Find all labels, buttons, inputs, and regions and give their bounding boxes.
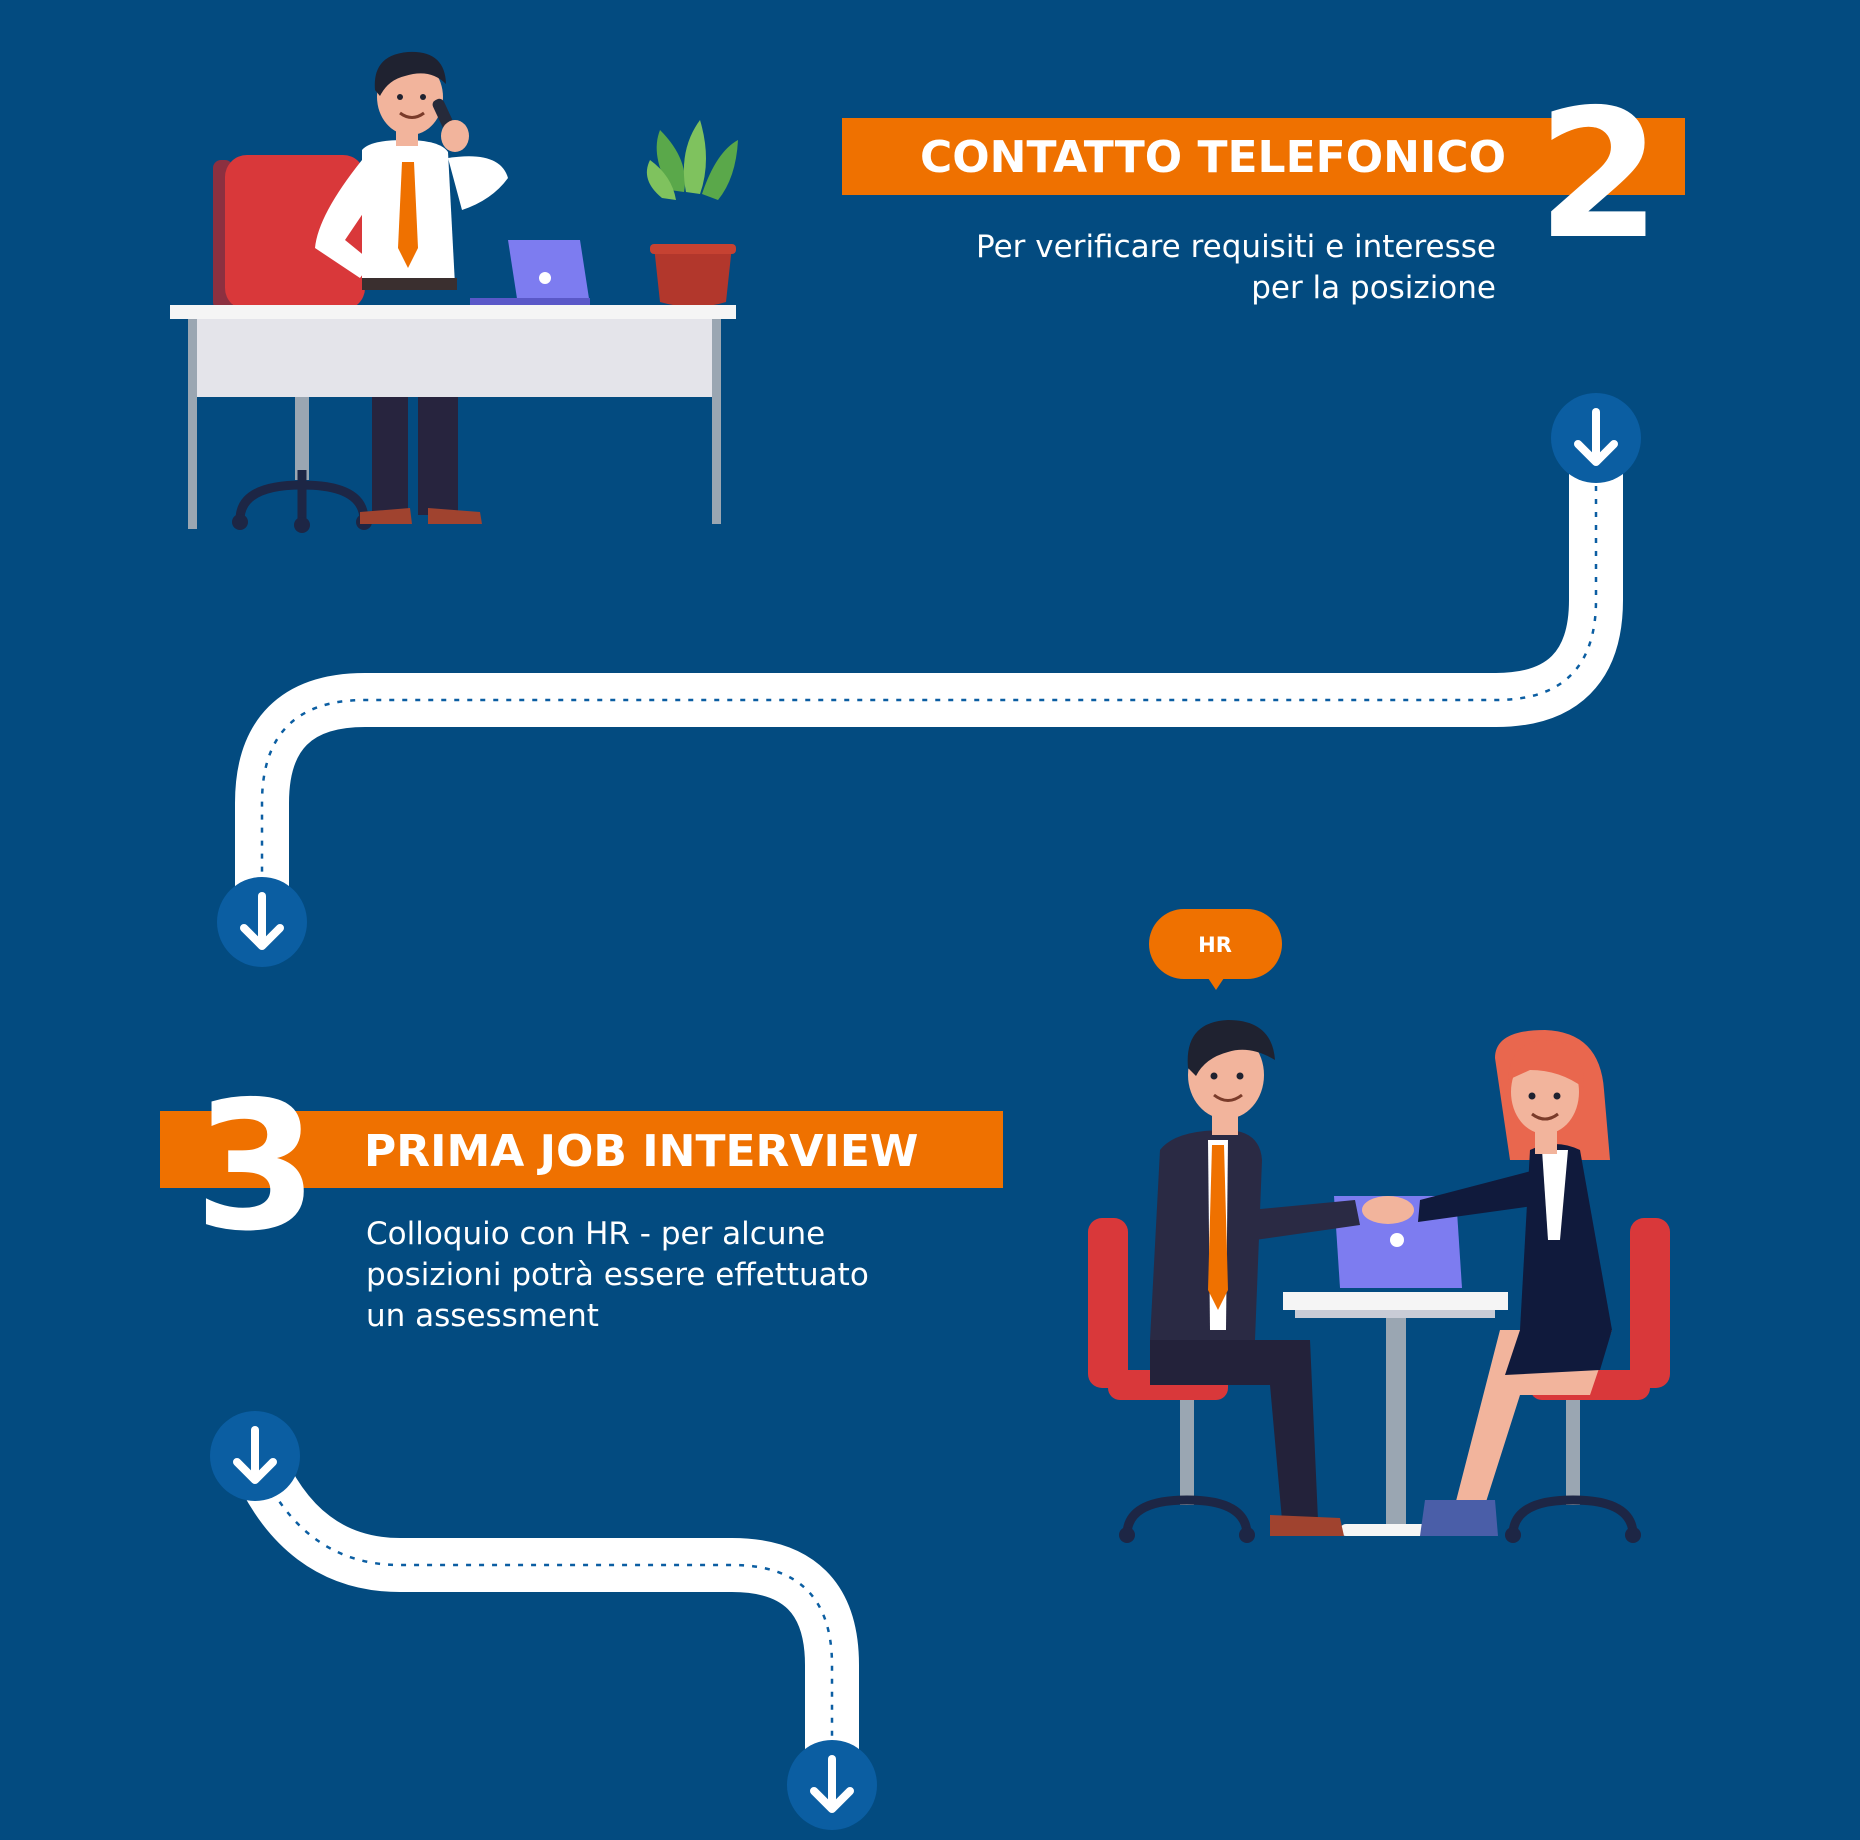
path-road-2 — [230, 1445, 859, 1785]
office-phone-call-illustration — [170, 51, 738, 533]
step-3-description-line-3: un assessment — [366, 1298, 599, 1334]
path-road-1 — [235, 460, 1623, 925]
arrow-node-4 — [787, 1740, 877, 1830]
arrow-node-3 — [210, 1411, 300, 1501]
arrow-node-1 — [1551, 393, 1641, 483]
step-2-title: CONTATTO TELEFONICO — [920, 132, 1506, 183]
step-2-description-line-2: per la posizione — [1251, 270, 1496, 306]
step-3-description-line-1: Colloquio con HR - per alcune — [366, 1216, 825, 1252]
hr-bubble-label: HR — [1198, 933, 1232, 957]
arrow-down-icon — [233, 1426, 277, 1484]
step-2-description-line-1: Per verificare requisiti e interesse — [976, 229, 1496, 265]
hr-speech-bubble: HR — [1149, 909, 1282, 990]
step-3: 3 PRIMA JOB INTERVIEW Colloquio con HR -… — [160, 1063, 1003, 1334]
arrow-down-icon — [810, 1755, 854, 1813]
step-3-title: PRIMA JOB INTERVIEW — [364, 1126, 918, 1177]
arrow-node-2 — [217, 877, 307, 967]
arrow-down-icon — [1574, 408, 1618, 466]
arrow-down-icon — [240, 892, 284, 950]
step-3-number: 3 — [194, 1063, 318, 1270]
step-2-banner — [842, 118, 1685, 195]
step-2-number: 2 — [1537, 71, 1661, 278]
job-interview-handshake-illustration: HR — [1088, 909, 1670, 1543]
step-2: CONTATTO TELEFONICO 2 Per verificare req… — [842, 71, 1685, 306]
step-3-banner — [160, 1111, 1003, 1188]
step-3-description-line-2: posizioni potrà essere effettuato — [366, 1257, 869, 1293]
